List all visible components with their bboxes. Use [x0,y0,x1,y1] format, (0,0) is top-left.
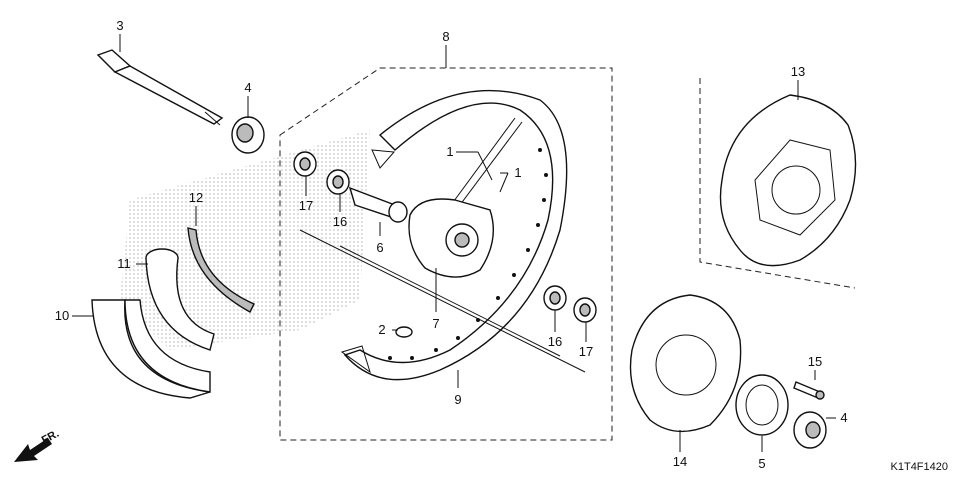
rim-band [187,227,255,313]
callout-16-right: 16 [548,334,562,349]
callout-17-left: 17 [299,198,313,213]
front-direction-arrow: FR. [14,428,61,462]
bearing-right-outer [573,297,597,323]
callout-16-left: 16 [333,214,347,229]
callout-8: 8 [442,29,449,44]
bearing-right-inner [543,285,567,311]
background-watermark [120,130,370,350]
callout-1-lower: 1 [514,165,521,180]
callout-2: 2 [378,322,385,337]
side-collar [793,411,827,449]
callout-14: 14 [673,454,687,469]
valve-cap [395,326,413,338]
callout-13: 13 [791,64,805,79]
disc-bolt [793,381,825,400]
callout-17-right: 17 [579,344,593,359]
axle-collar [231,116,265,154]
callout-12: 12 [189,190,203,205]
pulser-ring [735,374,789,436]
wheel-rim [340,89,568,381]
distance-collar [348,186,408,223]
callout-15: 15 [808,354,822,369]
brake-disc-boundary [699,78,856,289]
brake-disc-upper [719,94,857,267]
callout-9: 9 [454,392,461,407]
callout-6: 6 [376,240,383,255]
callout-3: 3 [116,18,123,33]
callout-labels: 3 4 8 13 12 11 10 2 1 1 6 7 17 16 16 17 … [55,18,848,471]
tire [91,299,211,399]
callout-5: 5 [758,456,765,471]
bearing-left-inner [326,169,350,195]
bearing-left-outer [293,151,317,177]
brake-disc-lower [629,294,742,433]
callout-4-right: 4 [840,410,847,425]
callout-10: 10 [55,308,69,323]
callout-1-upper: 1 [446,144,453,159]
leader-lines [72,34,836,452]
callout-11: 11 [117,256,131,271]
inner-tube [145,248,215,351]
wheel-hub [408,198,495,278]
callout-7: 7 [432,316,439,331]
direction-label: FR. [40,428,61,447]
diagram-code: K1T4F1420 [891,461,948,473]
callout-4-left: 4 [244,80,251,95]
wheel-assembly-boundary [279,67,613,441]
front-axle [96,49,224,126]
